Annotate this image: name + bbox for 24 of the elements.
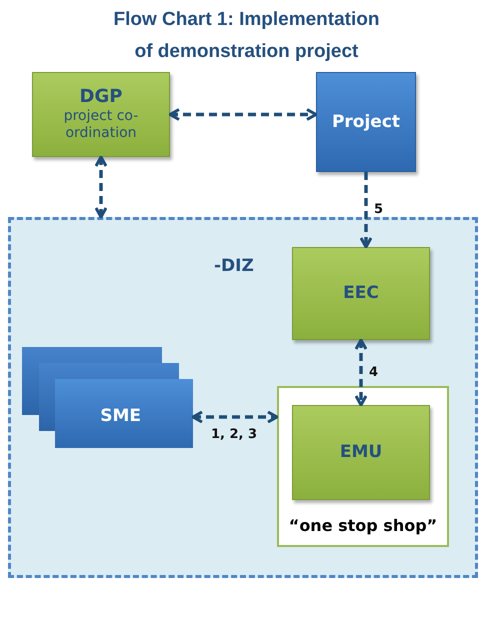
node-title: EEC [343, 283, 379, 304]
dashed-arrow [94, 156, 108, 218]
dashed-arrow [360, 172, 372, 248]
group-frame [277, 386, 449, 547]
process-box [292, 247, 430, 340]
node-caption: “one stop shop” [288, 516, 438, 535]
region-label: -DIZ [214, 256, 254, 276]
edge-label: 5 [374, 202, 384, 216]
process-box [316, 72, 416, 172]
process-box [292, 405, 430, 500]
dashed-arrow [192, 410, 278, 424]
dashed-arrow [168, 108, 318, 121]
node-title: DGP [80, 86, 122, 108]
stacked-process-boxes [22, 347, 193, 448]
node-title: Project [332, 112, 400, 132]
process-box [32, 72, 170, 157]
edge-label: 4 [369, 364, 378, 380]
node-subtitle: project co-ordination [62, 108, 140, 143]
node-title: EMU [340, 442, 382, 463]
dashed-arrow [354, 338, 368, 406]
dashed-region [8, 217, 478, 578]
node-title: SME [100, 406, 141, 426]
diagram-title: Flow Chart 1: Implementation of demonstration project [112, 8, 381, 64]
edge-label: 1, 2, 3 [211, 427, 258, 442]
